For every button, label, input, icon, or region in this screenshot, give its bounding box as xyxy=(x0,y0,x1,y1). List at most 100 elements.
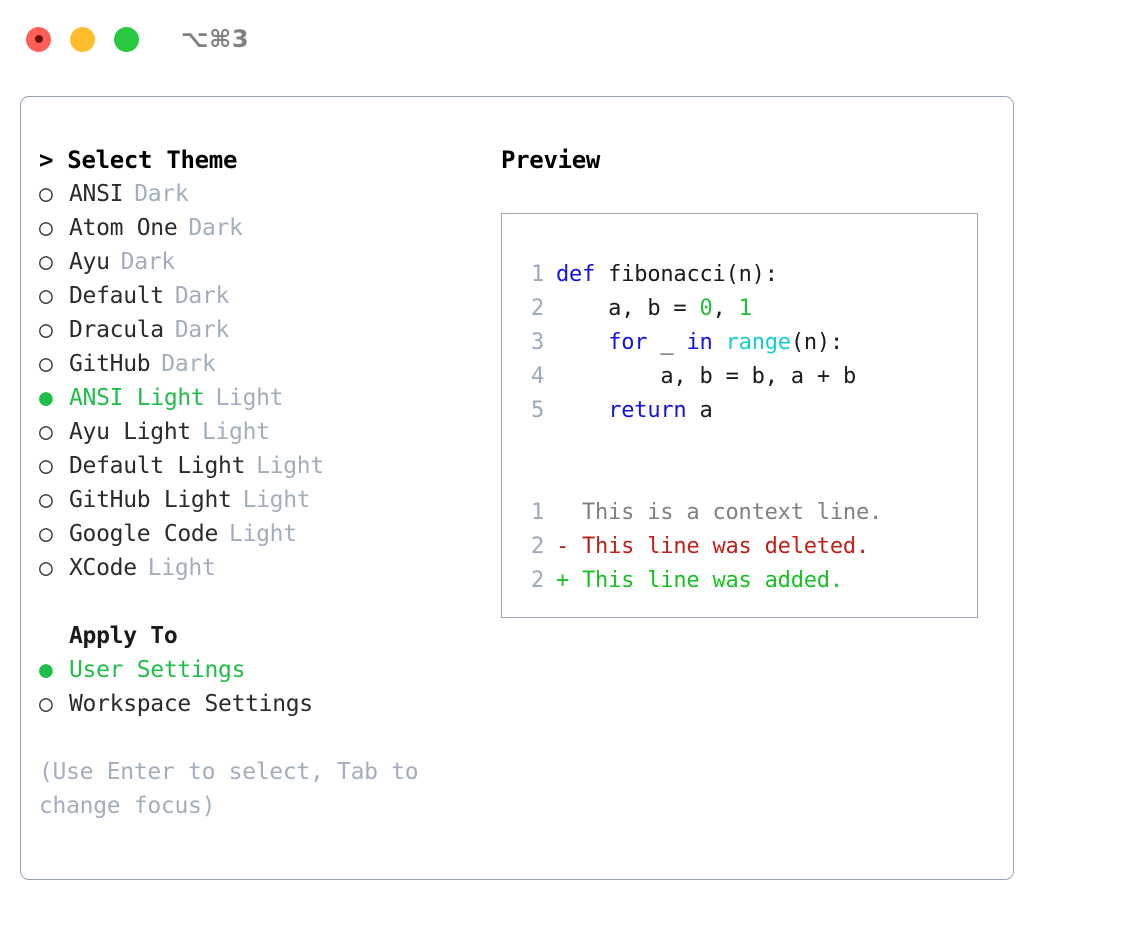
apply-to-list: ● User Settings ○ Workspace Settings xyxy=(39,653,501,721)
close-button[interactable] xyxy=(26,26,51,52)
radio-icon: ○ xyxy=(39,283,53,309)
line-number: 2 xyxy=(530,534,544,559)
theme-option-default-light[interactable]: ○ Default Light Light xyxy=(39,449,501,483)
apply-to-option-label: User Settings xyxy=(69,657,246,683)
theme-tag: Dark xyxy=(188,215,243,241)
theme-label: ANSI Light xyxy=(69,385,205,411)
code-row: 5 return a xyxy=(518,394,977,428)
theme-option-github-light[interactable]: ○ GitHub Light Light xyxy=(39,483,501,517)
theme-tag: Light xyxy=(256,453,324,479)
code-content: a, b = 0, 1 xyxy=(556,292,752,326)
radio-icon: ○ xyxy=(39,555,53,581)
main-panel: > Select Theme ○ ANSI Dark ○ Atom One Da… xyxy=(20,96,1014,880)
apply-to-label: Apply To xyxy=(69,623,178,649)
theme-tag: Dark xyxy=(174,283,230,309)
code-token: def xyxy=(556,262,596,287)
theme-option-atom-one-dark[interactable]: ○ Atom One Dark xyxy=(39,211,501,245)
line-number: 2 xyxy=(530,568,544,593)
theme-option-ansi-dark[interactable]: ○ ANSI Dark xyxy=(39,177,501,211)
code-content: a, b = b, a + b xyxy=(556,364,857,389)
code-token xyxy=(556,398,608,423)
code-gap xyxy=(518,428,977,462)
recording-indicator-icon xyxy=(34,35,43,43)
theme-label: ANSI xyxy=(69,181,124,207)
theme-tag: Dark xyxy=(174,317,230,343)
radio-icon: ○ xyxy=(39,215,53,241)
code-token: range xyxy=(725,330,791,355)
radio-icon: ○ xyxy=(39,317,53,343)
theme-label: Ayu xyxy=(69,249,110,275)
radio-icon: ○ xyxy=(39,181,53,207)
diff-text: This is a context line. xyxy=(582,500,883,525)
theme-tag: Light xyxy=(147,555,216,581)
line-number: 3 xyxy=(530,330,544,355)
theme-label: Default xyxy=(69,283,164,309)
zoom-button[interactable] xyxy=(114,26,139,52)
theme-option-ayu-dark[interactable]: ○ Ayu Dark xyxy=(39,245,501,279)
line-number: 4 xyxy=(530,364,544,389)
theme-tag: Light xyxy=(242,487,311,513)
radio-selected-icon: ● xyxy=(39,385,53,411)
line-number: 1 xyxy=(530,262,544,287)
code-token: a, b = xyxy=(556,296,700,321)
theme-option-github-dark[interactable]: ○ GitHub Dark xyxy=(39,347,501,381)
keyboard-hint: (Use Enter to select, Tab to change focu… xyxy=(39,759,432,819)
code-gap xyxy=(518,462,977,496)
radio-selected-icon: ● xyxy=(39,657,53,683)
code-token: , xyxy=(712,296,739,321)
code-content: def fibonacci(n): xyxy=(556,258,778,292)
title-bar: ⌥⌘3 xyxy=(0,0,1140,78)
preview-code-box: 1 def fibonacci(n): 2 a, b = 0, 1 3 for … xyxy=(501,213,978,618)
diff-row-deleted: 2 - This line was deleted. xyxy=(518,530,977,564)
line-number: 2 xyxy=(530,296,544,321)
code-token: fibonacci(n): xyxy=(595,262,778,287)
radio-icon: ○ xyxy=(39,249,53,275)
theme-picker-pane: > Select Theme ○ ANSI Dark ○ Atom One Da… xyxy=(21,97,501,879)
line-number: 1 xyxy=(530,500,544,525)
theme-label: Dracula xyxy=(69,317,164,343)
theme-option-ansi-light[interactable]: ● ANSI Light Light xyxy=(39,381,501,415)
theme-label: Default Light xyxy=(69,453,246,479)
theme-tag: Light xyxy=(215,385,284,411)
code-content: for _ in range(n): xyxy=(556,326,843,360)
code-token: _ xyxy=(647,330,687,355)
apply-to-option-user-settings[interactable]: ● User Settings xyxy=(39,653,501,687)
code-row: 4 a, b = b, a + b xyxy=(518,360,977,394)
theme-option-google-code[interactable]: ○ Google Code Light xyxy=(39,517,501,551)
code-row: 1 def fibonacci(n): xyxy=(518,258,977,292)
code-token: for xyxy=(608,330,648,355)
theme-option-ayu-light[interactable]: ○ Ayu Light Light xyxy=(39,415,501,449)
radio-icon: ○ xyxy=(39,487,53,513)
code-row: 3 for _ in range(n): xyxy=(518,326,977,360)
theme-tag: Light xyxy=(201,419,270,445)
radio-icon: ○ xyxy=(39,453,53,479)
radio-icon: ○ xyxy=(39,351,53,377)
theme-label: GitHub Light xyxy=(69,487,232,513)
code-row: 2 a, b = 0, 1 xyxy=(518,292,977,326)
page-title: > Select Theme xyxy=(39,146,238,174)
theme-list: ○ ANSI Dark ○ Atom One Dark ○ Ayu Dark xyxy=(39,177,501,585)
theme-label: Ayu Light xyxy=(69,419,191,445)
theme-tag: Light xyxy=(229,521,297,547)
code-token xyxy=(713,330,726,355)
theme-label: Atom One xyxy=(69,215,178,241)
theme-label: XCode xyxy=(69,555,137,581)
code-token xyxy=(556,330,608,355)
theme-label: GitHub xyxy=(69,351,151,377)
apply-to-option-workspace-settings[interactable]: ○ Workspace Settings xyxy=(39,687,501,721)
theme-tag: Dark xyxy=(120,249,176,275)
diff-text: This line was added. xyxy=(582,568,843,593)
code-token: 0 xyxy=(699,296,713,321)
theme-option-xcode[interactable]: ○ XCode Light xyxy=(39,551,501,585)
apply-to-option-label: Workspace Settings xyxy=(69,691,313,717)
theme-option-default-dark[interactable]: ○ Default Dark xyxy=(39,279,501,313)
theme-label: Google Code xyxy=(69,521,219,547)
line-number: 5 xyxy=(530,398,544,423)
minimize-button[interactable] xyxy=(70,26,95,52)
theme-option-dracula-dark[interactable]: ○ Dracula Dark xyxy=(39,313,501,347)
code-token: return xyxy=(608,398,687,423)
window-title: ⌥⌘3 xyxy=(181,25,250,53)
diff-row-added: 2 + This line was added. xyxy=(518,564,977,598)
code-content: return a xyxy=(556,394,713,428)
